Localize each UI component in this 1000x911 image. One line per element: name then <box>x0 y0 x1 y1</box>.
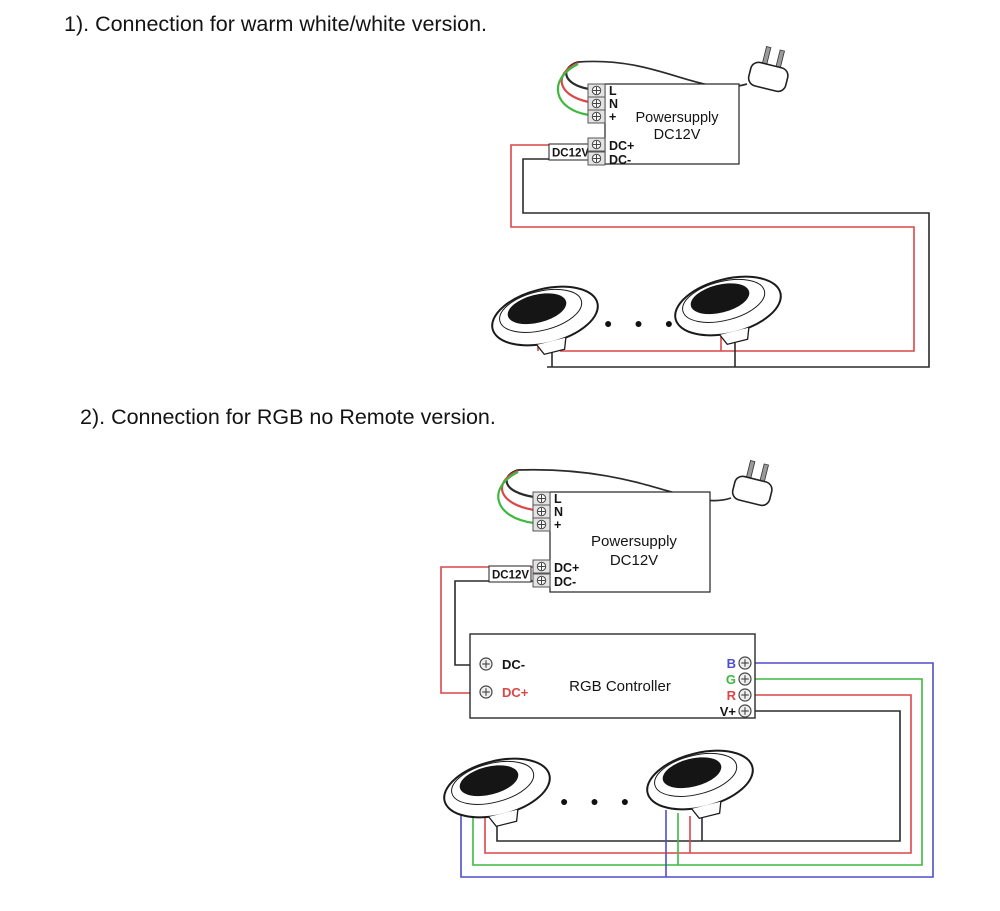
cord-strand-red <box>560 61 590 104</box>
power-cord <box>517 468 732 502</box>
terminal-l-icon <box>532 491 551 506</box>
terminal-label-plus: + <box>554 518 561 532</box>
terminal-n-icon <box>532 504 551 519</box>
section-rgb: 2). Connection for RGB no Remote version… <box>80 405 934 878</box>
pool-light-right <box>640 739 763 830</box>
cord-strand-green <box>556 63 590 117</box>
wire-out-g <box>472 678 923 866</box>
terminal-label-dc-minus: DC- <box>609 153 631 167</box>
controller-terminal-b-icon <box>738 656 752 670</box>
controller-out-b: B <box>727 656 736 671</box>
powersupply-name: Powersupply <box>591 533 677 550</box>
pool-light-right <box>668 265 791 356</box>
powersupply-voltage: DC12V <box>654 127 701 143</box>
rgb-controller-label: RGB Controller <box>569 678 671 695</box>
terminal-label-dc-plus: DC+ <box>554 561 579 575</box>
terminal-label-dc-plus: DC+ <box>609 139 634 153</box>
controller-out-g: G <box>726 672 736 687</box>
controller-terminal-dc-plus-icon <box>479 685 493 699</box>
powersupply-voltage: DC12V <box>610 552 658 569</box>
terminal-plus-icon <box>532 517 551 532</box>
powersupply-box <box>604 83 740 165</box>
terminal-plus-icon <box>587 109 606 124</box>
terminal-label-n: N <box>609 97 618 111</box>
controller-input-minus: DC- <box>502 657 525 672</box>
terminal-label-l: L <box>609 84 617 98</box>
cord-strand-black <box>565 60 590 91</box>
terminal-l-icon <box>587 83 606 98</box>
controller-terminal-v-icon <box>738 704 752 718</box>
pool-light-left <box>437 747 560 838</box>
ellipsis-dots: ● ● ● <box>604 315 682 331</box>
powersupply-box <box>549 491 711 593</box>
powersupply-name: Powersupply <box>635 110 719 126</box>
controller-terminal-g-icon <box>738 672 752 686</box>
terminal-n-icon <box>587 96 606 111</box>
controller-input-plus: DC+ <box>502 685 529 700</box>
controller-terminal-r-icon <box>738 688 752 702</box>
power-plug-icon <box>746 43 795 94</box>
section-warm-white: 1). Connection for warm white/white vers… <box>64 12 930 368</box>
terminal-dc-plus-icon <box>532 559 551 574</box>
controller-out-v: V+ <box>720 704 737 719</box>
dc12v-input-label: DC12V <box>492 570 529 582</box>
terminal-dc-plus-icon <box>587 137 606 152</box>
terminal-dc-minus-icon <box>587 151 606 166</box>
controller-terminal-dc-minus-icon <box>479 657 493 671</box>
section1-title: 1). Connection for warm white/white vers… <box>64 12 487 36</box>
wire-psu-dc-plus <box>440 566 533 694</box>
cord-strand-green <box>497 471 535 525</box>
dc12v-label-box <box>488 565 532 583</box>
dc12v-input-label: DC12V <box>552 148 589 160</box>
wire-out-v <box>496 710 901 842</box>
terminal-dc-minus-icon <box>532 573 551 588</box>
section2-title: 2). Connection for RGB no Remote version… <box>80 405 496 429</box>
rgb-controller-box <box>469 633 756 719</box>
terminal-label-n: N <box>554 505 563 519</box>
terminal-label-l: L <box>554 492 562 506</box>
cord-strand-red <box>500 469 535 512</box>
wire-dc-plus <box>510 144 915 352</box>
ellipsis-dots: ● ● ● <box>560 793 638 809</box>
power-cord <box>577 60 748 88</box>
wire-out-b <box>460 662 934 878</box>
terminal-label-dc-minus: DC- <box>554 575 576 589</box>
terminal-label-plus: + <box>609 110 616 124</box>
wire-dc-minus <box>522 158 930 368</box>
controller-out-r: R <box>727 688 737 703</box>
wire-out-r <box>484 694 912 854</box>
power-plug-icon <box>730 457 779 508</box>
